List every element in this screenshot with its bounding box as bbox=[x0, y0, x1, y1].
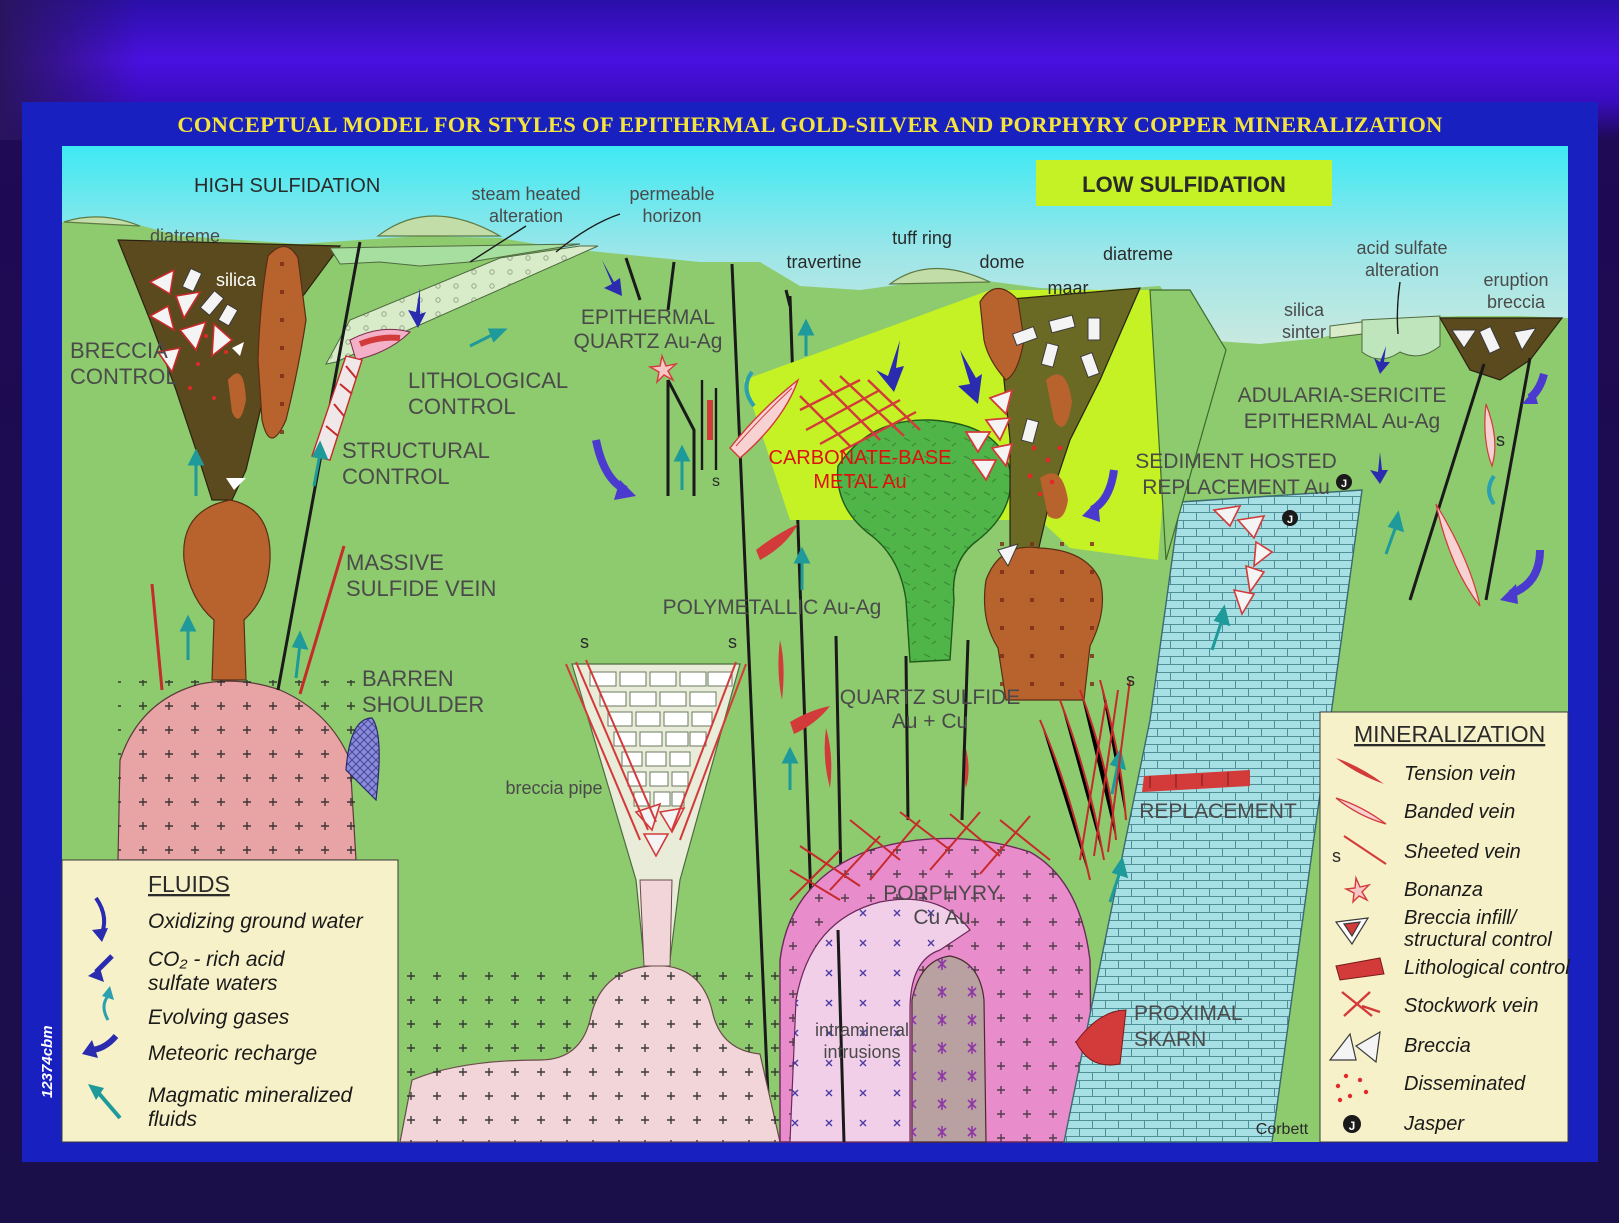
label-porphyry-1: PORPHYRY bbox=[883, 882, 1000, 905]
label-silica-sinter-1: silica bbox=[1284, 300, 1325, 320]
fluid-item-2a: CO₂ - rich acid bbox=[148, 948, 286, 971]
min-item-9: Disseminated bbox=[1404, 1073, 1526, 1095]
high-sulfidation-label: HIGH SULFIDATION bbox=[194, 175, 380, 197]
fluid-item-5b: fluids bbox=[148, 1108, 198, 1131]
sheeted-s-3: s bbox=[1126, 670, 1135, 690]
label-replacement: REPLACEMENT bbox=[1139, 800, 1297, 823]
label-acid-sulfate-2: alteration bbox=[1365, 260, 1439, 280]
label-travertine: travertine bbox=[786, 252, 861, 272]
label-steam-heated-1: steam heated bbox=[471, 184, 580, 204]
sheeted-s-1: s bbox=[580, 632, 589, 652]
label-structural-1: STRUCTURAL bbox=[342, 438, 490, 463]
sheeted-s-5: s bbox=[1496, 430, 1505, 450]
label-proximal-2: SKARN bbox=[1134, 1028, 1206, 1051]
min-item-1: Tension vein bbox=[1404, 763, 1516, 785]
label-carbonate-2: METAL Au bbox=[813, 471, 906, 493]
sheeted-s-4: s bbox=[712, 473, 720, 490]
label-sediment-1: SEDIMENT HOSTED bbox=[1135, 450, 1336, 473]
label-epithermal-1: EPITHERMAL bbox=[581, 306, 715, 329]
label-intramineral-2: intrusions bbox=[823, 1042, 900, 1062]
label-carbonate-1: CARBONATE-BASE bbox=[769, 447, 952, 469]
label-diatreme-left: diatreme bbox=[150, 226, 220, 246]
jasper-glyph-legend: J bbox=[1349, 1119, 1356, 1133]
label-adularia-1: ADULARIA-SERICITE bbox=[1238, 384, 1447, 407]
min-item-5b: structural control bbox=[1404, 929, 1552, 951]
fluid-item-2b: sulfate waters bbox=[148, 972, 278, 995]
label-silica-sinter-2: sinter bbox=[1282, 322, 1326, 342]
quartz-sulfide-fault-1 bbox=[906, 656, 908, 820]
min-item-5a: Breccia infill/ bbox=[1404, 907, 1519, 929]
fluid-item-5a: Magmatic mineralized bbox=[148, 1084, 354, 1107]
min-item-3: Sheeted vein bbox=[1404, 841, 1521, 863]
fluid-item-3: Evolving gases bbox=[148, 1006, 290, 1029]
label-structural-2: CONTROL bbox=[342, 464, 450, 489]
label-maar: maar bbox=[1047, 278, 1088, 298]
min-item-4: Bonanza bbox=[1404, 879, 1483, 901]
credit-label: Corbett bbox=[1256, 1121, 1309, 1138]
side-code: 12374cbm bbox=[39, 1025, 56, 1098]
jasper-glyph-2: J bbox=[1287, 514, 1293, 526]
min-item-2: Banded vein bbox=[1404, 801, 1515, 823]
label-intramineral-1: intramineral bbox=[815, 1020, 909, 1040]
label-breccia-control-1: BRECCIA bbox=[70, 338, 168, 363]
low-sulfidation-label: LOW SULFIDATION bbox=[1082, 172, 1286, 197]
min-item-8: Breccia bbox=[1404, 1035, 1471, 1057]
label-diatreme-right: diatreme bbox=[1103, 244, 1173, 264]
fluids-heading: FLUIDS bbox=[148, 871, 230, 897]
min-item-7: Stockwork vein bbox=[1404, 995, 1539, 1017]
min-item-6: Lithological control bbox=[1404, 957, 1570, 979]
mineralization-heading: MINERALIZATION bbox=[1354, 721, 1545, 747]
label-tuff-ring: tuff ring bbox=[892, 228, 952, 248]
min-item-10: Jasper bbox=[1403, 1113, 1465, 1135]
label-epithermal-2: QUARTZ Au-Ag bbox=[574, 330, 723, 353]
label-quartz-sulfide-2: Au + Cu bbox=[892, 710, 968, 733]
label-massive-1: MASSIVE bbox=[346, 550, 444, 575]
label-dome: dome bbox=[979, 252, 1024, 272]
label-eruption-1: eruption bbox=[1483, 270, 1548, 290]
label-polymetallic: POLYMETALLIC Au-Ag bbox=[663, 596, 882, 619]
label-sediment-2: REPLACEMENT Au bbox=[1142, 476, 1330, 499]
label-porphyry-2: Cu Au bbox=[913, 906, 970, 929]
label-massive-2: SULFIDE VEIN bbox=[346, 576, 496, 601]
label-lithological-1: LITHOLOGICAL bbox=[408, 368, 568, 393]
label-adularia-2: EPITHERMAL Au-Ag bbox=[1244, 410, 1440, 433]
label-breccia-control-2: CONTROL bbox=[70, 364, 178, 389]
label-permeable-1: permeable bbox=[629, 184, 714, 204]
label-acid-sulfate-1: acid sulfate bbox=[1356, 238, 1447, 258]
label-lithological-2: CONTROL bbox=[408, 394, 516, 419]
jasper-glyph-1: J bbox=[1341, 478, 1347, 490]
label-barren-1: BARREN bbox=[362, 666, 454, 691]
label-barren-2: SHOULDER bbox=[362, 692, 484, 717]
label-steam-heated-2: alteration bbox=[489, 206, 563, 226]
label-permeable-2: horizon bbox=[642, 206, 701, 226]
fluid-item-4: Meteoric recharge bbox=[148, 1042, 317, 1065]
acid-sulfate-zone bbox=[1362, 316, 1440, 359]
label-quartz-sulfide-1: QUARTZ SULFIDE bbox=[840, 686, 1020, 709]
label-breccia-pipe: breccia pipe bbox=[505, 778, 602, 798]
label-eruption-2: breccia bbox=[1487, 292, 1546, 312]
sheeted-s-2: s bbox=[728, 632, 737, 652]
min-item-3-glyph: s bbox=[1332, 846, 1341, 866]
fluid-item-1: Oxidizing ground water bbox=[148, 910, 364, 933]
label-proximal-1: PROXIMAL bbox=[1134, 1002, 1243, 1025]
label-silica: silica bbox=[216, 270, 257, 290]
